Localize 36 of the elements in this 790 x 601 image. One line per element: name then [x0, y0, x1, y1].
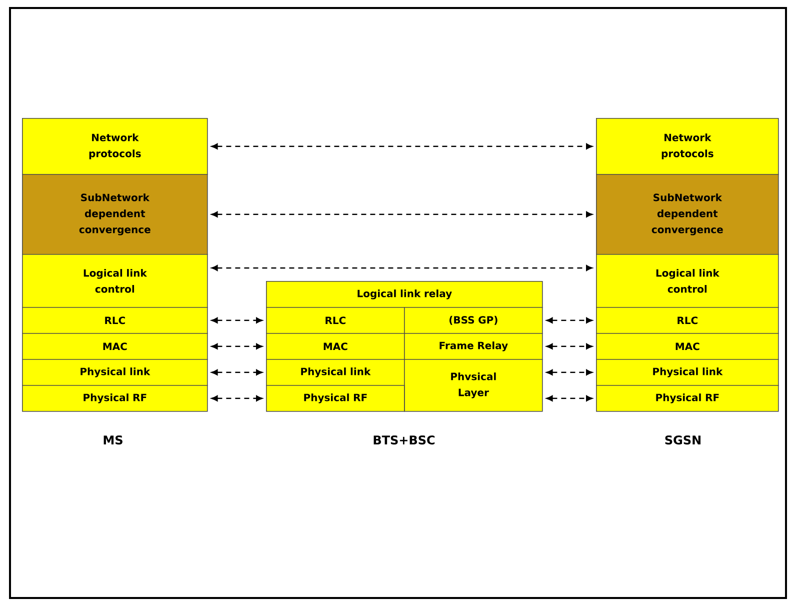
- stack-label: SGSN: [665, 435, 700, 445]
- arrow: [211, 369, 262, 376]
- arrow: [211, 317, 262, 324]
- layer-box: Network protocols: [596, 118, 779, 175]
- layer-box: Phvsical Layer: [404, 358, 543, 412]
- arrow: [546, 317, 592, 324]
- layer-box: RLC: [266, 306, 405, 334]
- arrow: [546, 343, 592, 350]
- layer-box: Frame Relay: [404, 332, 543, 360]
- layer-box: Logical link relay: [266, 280, 543, 308]
- layer-box: SubNetwork dependent convergence: [596, 174, 779, 255]
- layer-box: Physical RF: [22, 384, 208, 412]
- layer-box: MAC: [266, 332, 405, 360]
- layer-box: Physical RF: [266, 384, 405, 412]
- arrow: [546, 395, 592, 402]
- arrow: [211, 395, 262, 402]
- stack-label: MS: [104, 435, 122, 445]
- layer-box: Physical RF: [596, 384, 779, 412]
- stack-label: BTS+BSC: [374, 435, 435, 445]
- arrow: [546, 369, 592, 376]
- arrow: [211, 343, 262, 350]
- arrow: [211, 211, 592, 218]
- layer-box: RLC: [22, 306, 208, 334]
- layer-box: Physical link: [596, 358, 779, 386]
- layer-box: Network protocols: [22, 118, 208, 175]
- layer-box: (BSS GP): [404, 306, 543, 334]
- layer-box: Physical link: [22, 358, 208, 386]
- layer-box: Physical link: [266, 358, 405, 386]
- arrow: [211, 143, 592, 150]
- layer-box: RLC: [596, 306, 779, 334]
- layer-box: SubNetwork dependent convergence: [22, 174, 208, 255]
- layer-box: Logical link control: [22, 254, 208, 308]
- arrow: [211, 265, 592, 271]
- layer-box: Logical link control: [596, 254, 779, 308]
- layer-box: MAC: [22, 332, 208, 360]
- layer-box: MAC: [596, 332, 779, 360]
